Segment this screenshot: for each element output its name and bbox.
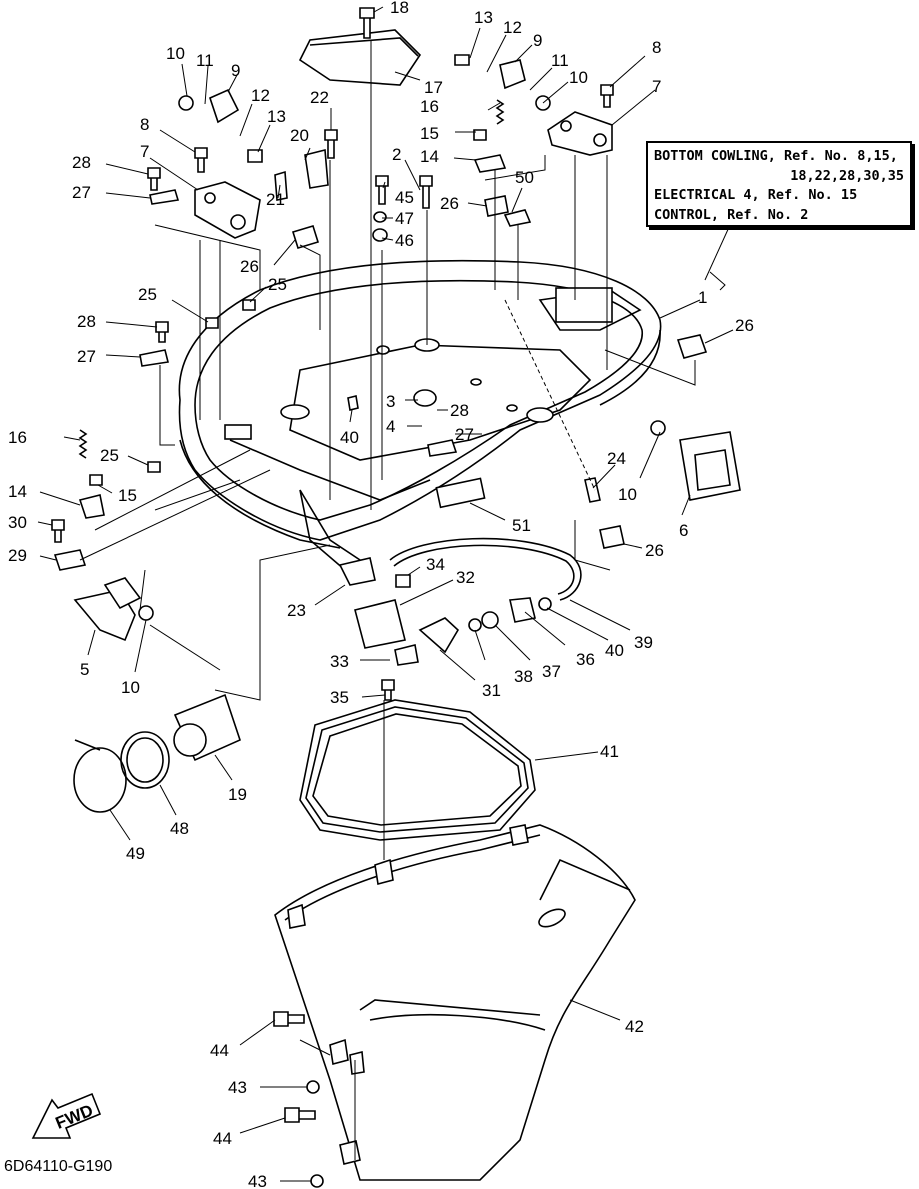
callout: 24 <box>607 449 626 468</box>
callout: 11 <box>551 51 569 70</box>
callout: 22 <box>310 88 329 107</box>
callout: 29 <box>8 546 27 565</box>
callout: 34 <box>426 555 445 574</box>
callout: 46 <box>395 231 414 250</box>
drawing-code: 6D64110-G190 <box>4 1158 113 1175</box>
callout: 28 <box>72 153 91 172</box>
callout: 17 <box>424 78 443 97</box>
callout: 44 <box>213 1129 232 1148</box>
callout: 28 <box>450 401 469 420</box>
callout: 30 <box>8 513 27 532</box>
callout: 36 <box>576 650 595 669</box>
callout: 4 <box>386 417 395 436</box>
callout: 23 <box>287 601 306 620</box>
callout: 8 <box>140 115 149 134</box>
callout: 5 <box>80 660 89 679</box>
reference-line: CONTROL, Ref. No. 2 <box>654 206 809 223</box>
callout: 25 <box>268 275 287 294</box>
callout: 45 <box>395 188 414 207</box>
callout: 49 <box>126 844 145 863</box>
callout: 27 <box>455 425 474 444</box>
reference-line: 18,22,28,30,35 <box>790 167 904 184</box>
callout: 13 <box>267 107 286 126</box>
callout: 14 <box>8 482 27 501</box>
callout: 43 <box>228 1078 247 1097</box>
callout: 26 <box>735 316 754 335</box>
callout: 26 <box>645 541 664 560</box>
callout: 12 <box>503 18 522 37</box>
bracket-7-left <box>194 181 261 239</box>
callout: 31 <box>482 681 501 700</box>
lower-cover-42 <box>274 824 636 1181</box>
callout: 50 <box>515 168 534 187</box>
callout: 35 <box>330 688 349 707</box>
callout: 26 <box>440 194 459 213</box>
callout: 51 <box>512 516 531 535</box>
leader-lines <box>79 40 731 1160</box>
callout: 19 <box>228 785 247 804</box>
callout: 10 <box>121 678 140 697</box>
callout: 14 <box>420 147 439 166</box>
fwd-arrow-icon: FWD <box>31 1092 102 1139</box>
callout: 28 <box>77 312 96 331</box>
callout: 25 <box>138 285 157 304</box>
callout: 47 <box>395 209 414 228</box>
callout: 7 <box>140 142 149 161</box>
fwd-label: FWD <box>53 1101 96 1133</box>
callout: 20 <box>290 126 309 145</box>
callout: 6 <box>679 521 688 540</box>
callout: 9 <box>231 61 240 80</box>
callout: 32 <box>456 568 475 587</box>
callout: 10 <box>618 485 637 504</box>
seal-41 <box>299 699 536 841</box>
callout: 15 <box>118 486 137 505</box>
reference-line: BOTTOM COWLING, Ref. No. 8,15, <box>654 148 898 164</box>
callout: 2 <box>392 145 401 164</box>
callout: 27 <box>72 183 91 202</box>
callout: 21 <box>266 190 285 209</box>
reference-note-box: BOTTOM COWLING, Ref. No. 8,15, 18,22,28,… <box>646 141 912 227</box>
callout: 16 <box>8 428 27 447</box>
reference-line: ELECTRICAL 4, Ref. No. 15 <box>654 187 858 203</box>
callout: 43 <box>248 1172 267 1189</box>
callout: 10 <box>166 44 185 63</box>
callout: 11 <box>196 51 214 70</box>
callout: 44 <box>210 1041 229 1060</box>
callout: 16 <box>420 97 439 116</box>
callout: 38 <box>514 667 533 686</box>
callout: 41 <box>600 742 619 761</box>
upper-plate-17 <box>298 29 422 86</box>
callout: 13 <box>474 8 493 27</box>
callout: 27 <box>77 347 96 366</box>
callout: 3 <box>386 392 395 411</box>
callout: 12 <box>251 86 270 105</box>
callout: 9 <box>533 31 542 50</box>
callout: 26 <box>240 257 259 276</box>
callout: 48 <box>170 819 189 838</box>
callout: 42 <box>625 1017 644 1036</box>
callout: 1 <box>698 288 707 307</box>
callout: 39 <box>634 633 653 652</box>
callout-numbers: 18 17 13 12 9 11 10 8 7 16 15 14 22 20 2… <box>8 0 754 1189</box>
callout: 15 <box>420 124 439 143</box>
callout: 18 <box>390 0 409 17</box>
callout: 40 <box>340 428 359 447</box>
callout: 40 <box>605 641 624 660</box>
callout: 7 <box>652 77 661 96</box>
small-hardware <box>51 7 741 1188</box>
callout: 33 <box>330 652 349 671</box>
callout: 25 <box>100 446 119 465</box>
callout: 37 <box>542 662 561 681</box>
callout: 8 <box>652 38 661 57</box>
bracket-7-right <box>547 111 613 156</box>
callout-leaders <box>37 6 734 1182</box>
callout: 10 <box>569 68 588 87</box>
